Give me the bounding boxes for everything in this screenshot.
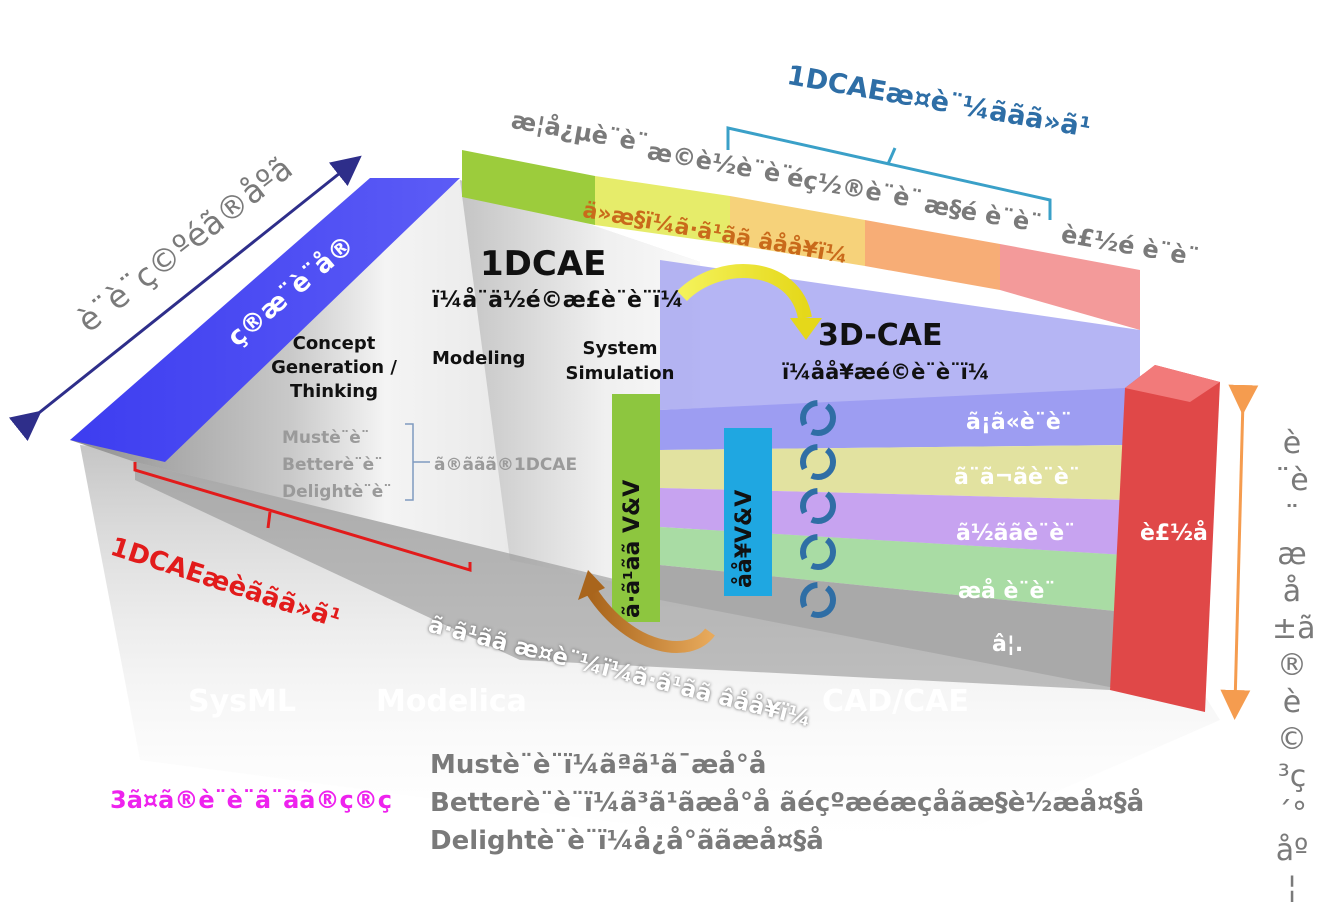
layer-elec-label: ã¨ã¬ã­è¨­è¨ xyxy=(954,465,1080,490)
tool-sysml: SysML xyxy=(188,684,296,719)
for-one-dcae-label: ã®ããã®1DCAE xyxy=(434,455,578,475)
tool-cad-cae: CAD/CAE xyxy=(822,684,969,719)
design-better: Betterè¨­è¨ xyxy=(282,455,383,475)
layer-design-label: æå è¨­è¨ xyxy=(958,579,1056,604)
purpose-must: Mustè¨­è¨ï¼ãªã¹ã¯æå°å xyxy=(430,750,767,780)
stage-concept-generation: Concept Generation / Thinking xyxy=(271,333,397,402)
purpose-better: Betterè¨­è¨ï¼ã³ã¹ãæå°å ãéçºæéæç­åãæ§è½æå… xyxy=(430,788,1145,818)
design-must: Mustè¨­è¨ xyxy=(282,428,370,448)
one-dcae-subtitle: ï¼å¨ä½é©æ­£è¨­è¨ï¼ xyxy=(432,288,684,313)
individual-vv-label: åå¥V&V xyxy=(732,489,757,588)
stage-modeling: Modeling xyxy=(432,348,526,369)
layer-soft-label: ã½ããè¨­è¨ xyxy=(956,521,1076,546)
purposes-title: 3ã¤ã®è¨­è¨ã¨ãã®ç®ç xyxy=(110,786,392,814)
three-d-cae-title: 3D-CAE xyxy=(818,318,943,353)
three-d-cae-subtitle: ï¼åå¥æé©è¨­è¨ï¼ xyxy=(782,360,990,384)
product-label: è£½å xyxy=(1140,521,1208,546)
layer-band-etc xyxy=(660,565,1125,690)
design-detail-label: è¨­è¨æå ±ã®è©³ç´°åº¦ xyxy=(1272,426,1316,905)
system-vv-label: ã·ã¹ãã V&V xyxy=(620,479,645,618)
layer-band-mech xyxy=(660,388,1125,450)
layer-band-soft xyxy=(660,488,1125,555)
layer-band-elec xyxy=(660,445,1125,500)
one-dcae-title: 1DCAE xyxy=(480,244,607,284)
layer-band-design xyxy=(660,527,1125,612)
layer-mech-label: ã¡ã«è¨­è¨ xyxy=(966,410,1072,435)
stage-system-simulation: System Simulation xyxy=(565,338,675,384)
purpose-delight: Delightè¨­è¨ï¼å¿å°ããæå¤§å xyxy=(430,826,824,856)
layer-etc-label: â¦. xyxy=(992,632,1024,657)
design-delight: Delightè¨­è¨ xyxy=(282,482,392,502)
tool-modelica: Modelica xyxy=(376,684,527,719)
